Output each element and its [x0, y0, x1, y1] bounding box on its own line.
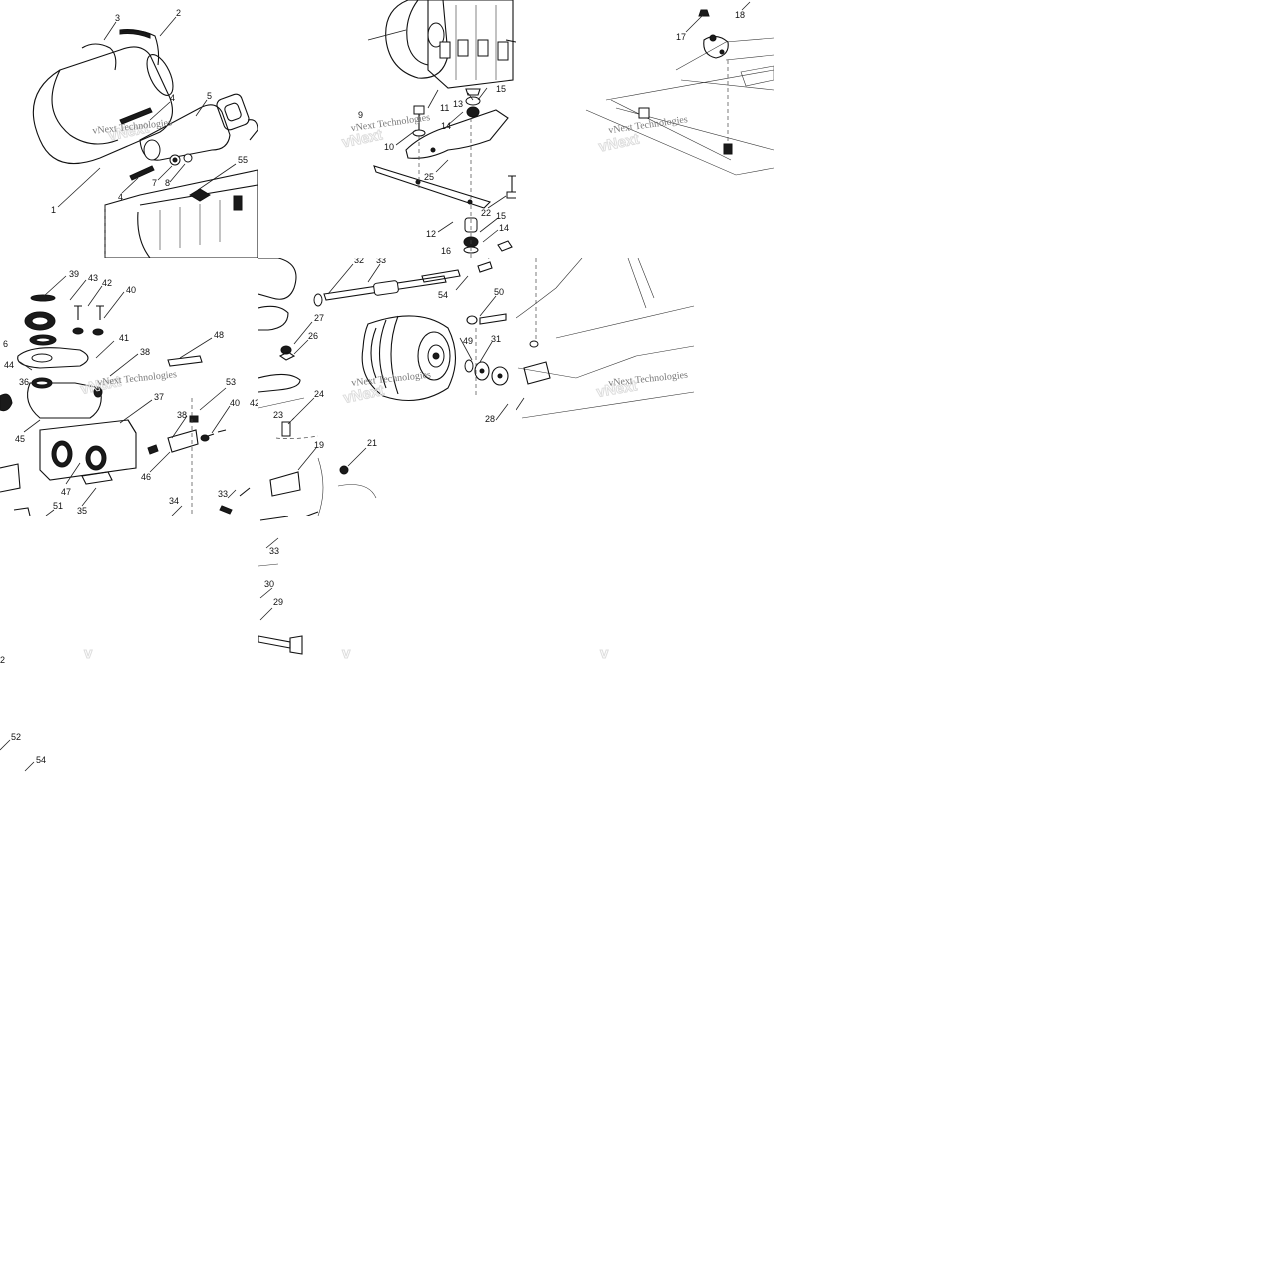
engine-mount-tile: 9 11 13 15 14 10 25 22 12 15 16 14 vNext…: [258, 0, 516, 258]
callout-28: 28: [485, 414, 495, 424]
muffler: [32, 46, 173, 165]
callout-18: 18: [735, 10, 745, 20]
callout-40b: 40: [230, 398, 240, 408]
callout-7: 7: [152, 178, 157, 188]
callout-48: 48: [214, 330, 224, 340]
callout-30: 30: [264, 579, 274, 589]
callout-21: 21: [367, 438, 377, 448]
callout-42b: 42: [250, 398, 258, 408]
callout-37: 37: [154, 392, 164, 402]
callout-53: 53: [226, 377, 236, 387]
callout-10: 10: [384, 142, 394, 152]
callout-38: 38: [140, 347, 150, 357]
callout-22: 22: [481, 208, 491, 218]
chassis-top-drawing: 17 18 vNext vNext Technologies: [585, 1, 774, 176]
callout-54b: 54: [438, 290, 448, 300]
callout-9: 9: [358, 110, 363, 120]
callout-2: 2: [176, 8, 181, 18]
callout-41: 41: [119, 333, 129, 343]
callout-24: 24: [314, 389, 324, 399]
spring-3: [81, 43, 117, 71]
callout-38b: 38: [177, 410, 187, 420]
callout-6: 6: [3, 339, 8, 349]
mount-bracket: [405, 109, 509, 159]
long-bolt: [258, 635, 291, 649]
callout-33c: 33: [269, 546, 279, 556]
callout-46: 46: [141, 472, 151, 482]
callout-27: 27: [314, 313, 324, 323]
svg-text:v: v: [84, 645, 93, 662]
callout-15b: 15: [496, 211, 506, 221]
spring-2: [121, 30, 160, 66]
callout-5: 5: [207, 91, 212, 101]
callout-34: 34: [169, 496, 179, 506]
callout-55: 55: [238, 155, 248, 165]
callout-26: 26: [308, 331, 318, 341]
callout-54: 54: [36, 755, 46, 765]
callout-42: 42: [102, 278, 112, 288]
drive-clutch-drawing: 32 33 54 50 27 26 49 31 24 23 19 21 28 2…: [258, 258, 509, 516]
callout-36: 36: [19, 377, 29, 387]
callout-13: 13: [453, 99, 463, 109]
callout-43: 43: [88, 273, 98, 283]
callout-17: 17: [676, 32, 686, 42]
callout-12: 12: [426, 229, 436, 239]
exhaust-drawing: 3 2 4 5 1 4 7 8 55 vNext vNext Technolog…: [32, 8, 258, 258]
callout-23: 23: [273, 410, 283, 420]
callout-47: 47: [61, 487, 71, 497]
callout-32: 32: [354, 258, 364, 265]
callout-44: 44: [4, 360, 14, 370]
callout-49: 49: [463, 336, 473, 346]
callout-19: 19: [314, 440, 324, 450]
callout-11: 11: [440, 103, 449, 113]
airbox-tile: 39 43 42 40 6 41 48 44 38 36 37 53 38 40…: [0, 258, 258, 516]
callout-25: 25: [424, 172, 434, 182]
callout-4: 4: [170, 93, 175, 103]
lower-right-fragment: v: [516, 516, 696, 666]
svg-text:v: v: [342, 645, 351, 662]
callout-52: 52: [11, 732, 21, 742]
callout-fragment-2: 2: [0, 655, 5, 665]
airbox-drawing: 39 43 42 40 6 41 48 44 38 36 37 53 38 40…: [0, 269, 258, 516]
chassis-top-tile: 17 18 vNext vNext Technologies: [516, 0, 774, 258]
callout-35: 35: [77, 506, 87, 516]
svg-text:v: v: [600, 645, 609, 662]
callout-45: 45: [15, 434, 25, 444]
callout-33b: 33: [376, 258, 386, 265]
mount-plate: [373, 165, 492, 209]
callout-31: 31: [491, 334, 501, 344]
exhaust-tile: 3 2 4 5 1 4 7 8 55 vNext vNext Technolog…: [0, 0, 258, 258]
callout-39: 39: [69, 269, 79, 279]
callout-51: 51: [53, 501, 63, 511]
callout-1: 1: [51, 205, 56, 215]
callout-14b: 14: [499, 223, 509, 233]
callout-16: 16: [441, 246, 451, 256]
drive-clutch-tile: 32 33 54 50 27 26 49 31 24 23 19 21 28 2…: [258, 258, 516, 516]
callout-3: 3: [115, 13, 120, 23]
watermark-text-6: vNext Technologies: [608, 370, 689, 389]
callout-4b: 4: [118, 192, 123, 202]
chassis-rear-tile: vNext vNext Technologies: [516, 258, 696, 428]
drive-clutch: [361, 315, 456, 401]
callout-15: 15: [496, 84, 506, 94]
engine-block: [104, 169, 258, 258]
callout-14: 14: [441, 121, 451, 131]
callout-8: 8: [165, 178, 170, 188]
watermark-text-5: vNext Technologies: [351, 370, 432, 389]
lower-middle-fragment: 33 30 29 v: [258, 516, 516, 666]
callout-40: 40: [126, 285, 136, 295]
chassis-rear-drawing: vNext vNext Technologies: [516, 258, 695, 419]
callout-50: 50: [494, 287, 504, 297]
lower-left-fragment: 2 52 54 v: [0, 516, 258, 774]
callout-29: 29: [273, 597, 283, 607]
watermark-text-4: vNext Technologies: [97, 369, 178, 388]
engine-mount-drawing: 9 11 13 15 14 10 25 22 12 15 16 14 vNext…: [340, 0, 516, 258]
callout-33: 33: [218, 489, 228, 499]
